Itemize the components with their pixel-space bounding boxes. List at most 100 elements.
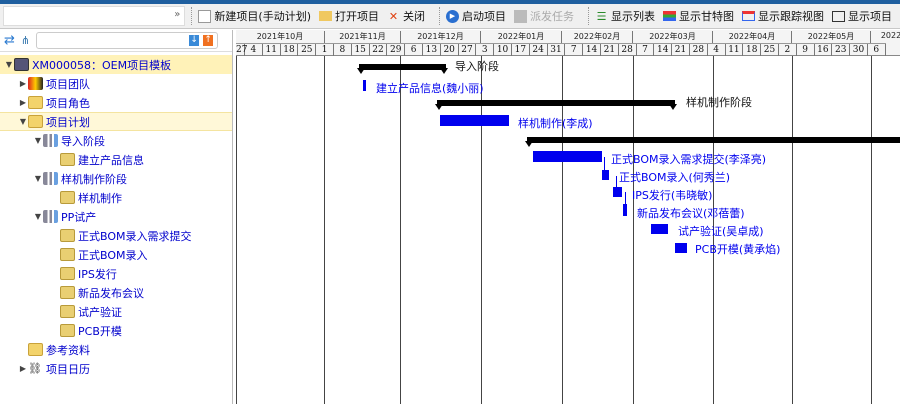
task-bar[interactable] bbox=[651, 224, 668, 234]
month-label: 2021年11月 bbox=[325, 31, 401, 43]
week-label: 8 bbox=[334, 44, 352, 56]
separator bbox=[588, 7, 589, 25]
collapse-icon[interactable]: ▼ bbox=[34, 136, 42, 145]
week-label: 11 bbox=[726, 44, 744, 56]
show-tracking-button[interactable]: 显示跟踪视图 bbox=[742, 8, 824, 24]
hierarchy-icon[interactable]: ⋔ bbox=[20, 34, 31, 47]
task-bar[interactable] bbox=[613, 187, 622, 197]
tree-item-task[interactable]: PCB开模 bbox=[0, 321, 232, 340]
task-label: 正式BOM录入(何秀兰) bbox=[619, 171, 731, 184]
new-project-button[interactable]: 新建项目(手动计划) bbox=[198, 8, 311, 24]
tree-item-calendar[interactable]: ▶⛓项目日历 bbox=[19, 362, 90, 376]
dispatch-icon bbox=[514, 9, 527, 23]
task-bar[interactable] bbox=[533, 151, 602, 162]
month-label: 2022 bbox=[880, 31, 900, 40]
task-bar[interactable] bbox=[623, 204, 627, 216]
week-label: 6 bbox=[868, 44, 886, 56]
tree-item-task[interactable]: 正式BOM录入需求提交 bbox=[0, 226, 232, 245]
tree-item-roles[interactable]: ▶项目角色 bbox=[19, 96, 90, 110]
tree-item-team[interactable]: ▶项目团队 bbox=[19, 77, 90, 91]
week-label: 30 bbox=[850, 44, 868, 56]
close-icon: ✕ bbox=[388, 9, 399, 23]
close-button[interactable]: ✕关闭 bbox=[388, 9, 425, 24]
tree-item-task[interactable]: 新品发布会议 bbox=[0, 283, 232, 302]
show-project-button[interactable]: 显示项目 bbox=[832, 8, 892, 24]
summary-bar[interactable] bbox=[357, 64, 448, 74]
tracking-icon bbox=[742, 11, 755, 21]
week-label: 23 bbox=[832, 44, 851, 56]
week-label: 27 bbox=[236, 44, 248, 56]
summary-label: 样机制作阶段 bbox=[686, 96, 752, 109]
week-label: 1 bbox=[316, 44, 334, 56]
task-bar[interactable] bbox=[602, 170, 609, 180]
project-combo[interactable]: » bbox=[3, 6, 186, 26]
tree-item-task[interactable]: IPS发行 bbox=[0, 264, 232, 283]
tree-root[interactable]: ▼XM000058：OEM项目模板 bbox=[0, 55, 232, 74]
task-icon bbox=[60, 191, 75, 204]
chevron-down-icon[interactable]: » bbox=[174, 9, 181, 20]
tree-item-references[interactable]: 参考资料 bbox=[0, 340, 232, 359]
calendar-network-icon: ⛓ bbox=[28, 362, 42, 375]
collapse-icon[interactable]: ▼ bbox=[34, 212, 42, 221]
open-project-button[interactable]: 打开项目 bbox=[319, 8, 379, 24]
week-label: 14 bbox=[654, 44, 673, 56]
expand-icon[interactable]: ▶ bbox=[19, 79, 27, 88]
dispatch-task-button[interactable]: 派发任务 bbox=[514, 8, 574, 24]
week-label: 6 bbox=[405, 44, 423, 56]
collapse-icon[interactable]: ▼ bbox=[19, 117, 27, 126]
project-view-icon bbox=[832, 10, 845, 22]
tree-item-task[interactable]: 样机制作 bbox=[0, 188, 232, 207]
month-label: 2022年02月 bbox=[562, 31, 633, 43]
month-gridline bbox=[481, 56, 482, 404]
expand-icon[interactable]: ▶ bbox=[19, 364, 27, 373]
title-bar bbox=[0, 0, 900, 4]
tree-item-task[interactable]: 正式BOM录入 bbox=[0, 245, 232, 264]
folder-icon bbox=[28, 343, 43, 356]
folder-icon bbox=[28, 96, 43, 109]
tree-item-phase[interactable]: ▼PP试产 bbox=[34, 210, 97, 224]
task-bar[interactable] bbox=[363, 80, 366, 91]
tree-search-input[interactable]: ↓ ↑ bbox=[36, 32, 219, 49]
folder-open-icon bbox=[319, 11, 332, 21]
tree-item-plan[interactable]: ▼项目计划 bbox=[0, 112, 232, 131]
collapse-icon[interactable]: ▼ bbox=[5, 60, 13, 69]
month-label: 2022年01月 bbox=[481, 31, 562, 43]
month-gridline bbox=[633, 56, 634, 404]
week-label: 27 bbox=[459, 44, 477, 56]
task-bar[interactable] bbox=[675, 243, 687, 253]
month-label: 2021年12月 bbox=[401, 31, 481, 43]
dependency-link bbox=[616, 176, 620, 187]
new-document-icon bbox=[198, 9, 212, 23]
start-project-button[interactable]: ▶启动项目 bbox=[446, 8, 506, 24]
expand-icon[interactable]: ▶ bbox=[19, 98, 27, 107]
week-label: 28 bbox=[690, 44, 708, 56]
tree-item-task[interactable]: 试产验证 bbox=[0, 302, 232, 321]
gantt-icon bbox=[663, 11, 676, 21]
collapse-icon[interactable]: ▼ bbox=[34, 174, 42, 183]
summary-bar[interactable] bbox=[435, 100, 677, 110]
phase-icon bbox=[43, 172, 58, 185]
arrow-down-icon[interactable]: ↓ bbox=[189, 35, 200, 46]
tree-item-task[interactable]: 建立产品信息 bbox=[0, 150, 232, 169]
month-label: 2022年05月 bbox=[792, 31, 871, 43]
refresh-icon[interactable]: ⇄ bbox=[4, 33, 15, 48]
task-label: PCB开模(黄承焰) bbox=[695, 243, 781, 256]
task-label: 正式BOM录入需求提交(李泽亮) bbox=[611, 153, 767, 166]
summary-bar[interactable] bbox=[525, 137, 900, 147]
task-bar[interactable] bbox=[440, 115, 509, 126]
month-gridline bbox=[400, 56, 401, 404]
week-label: 4 bbox=[245, 44, 263, 56]
task-label: 试产验证(吴卓成) bbox=[678, 225, 764, 238]
tree-item-phase[interactable]: ▼样机制作阶段 bbox=[34, 172, 127, 186]
arrow-up-icon[interactable]: ↑ bbox=[203, 35, 214, 46]
week-label: 20 bbox=[441, 44, 459, 56]
week-label: 15 bbox=[352, 44, 370, 56]
week-label: 28 bbox=[619, 44, 637, 56]
week-label: 18 bbox=[281, 44, 299, 56]
month-gridline bbox=[562, 56, 563, 404]
tree-item-phase[interactable]: ▼导入阶段 bbox=[34, 134, 105, 148]
show-gantt-button[interactable]: 显示甘特图 bbox=[663, 8, 734, 24]
toolbar: » 新建项目(手动计划) 打开项目 ✕关闭 ▶启动项目 派发任务 ☰显示列表 显… bbox=[0, 4, 900, 29]
show-list-button[interactable]: ☰显示列表 bbox=[596, 9, 655, 24]
